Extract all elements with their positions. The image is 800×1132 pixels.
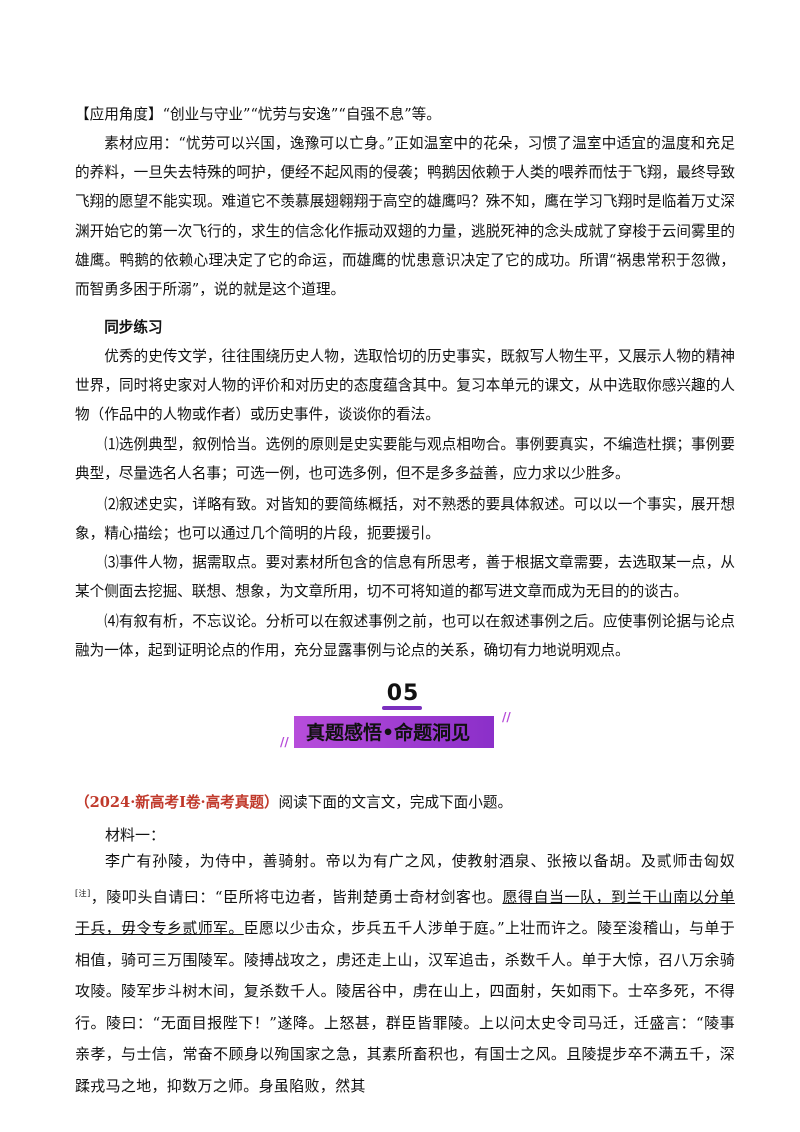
classical-passage: 李广有孙陵，为侍中，善骑射。帝以为有广之风，使教射酒泉、张掖以备胡。及贰师击匈奴… — [75, 846, 735, 1102]
application-angle-text: “创业与守业”“忧劳与安逸”“自强不息”等。 — [162, 106, 441, 123]
passage-part-2: ，陵叩头自请曰：“臣所将屯边者，皆荆楚勇士奇材剑客也。 — [90, 887, 503, 906]
slash-decoration-right: // — [502, 710, 511, 724]
point-2: ⑵叙述史实，详略有致。对皆知的要简练概括，对不熟悉的要具体叙述。可以以一个事实，… — [75, 496, 735, 543]
section-number: 05 — [386, 681, 420, 706]
point-3: ⑶事件人物，据需取点。要对素材所包含的信息有所思考，善于根据文章需要，去选取某一… — [75, 554, 735, 601]
application-angle-label: 【应用角度】 — [75, 106, 163, 123]
material-label: 材料一： — [105, 826, 166, 844]
section-number-underline — [382, 706, 422, 710]
point-4: ⑷有叙有析，不忘议论。分析可以在叙述事例之前，也可以在叙述事例之后。应使事例论据… — [75, 613, 735, 660]
point-1: ⑴选例典型，叙例恰当。选例的原则是史实要能与观点相吻合。事例要真实，不编造杜撰；… — [75, 436, 735, 483]
passage-part-3: 臣愿以少击众，步兵五千人涉单于庭。”上壮而许之。陵至浚稽山，与单于相值，骑可三万… — [75, 919, 735, 1095]
passage-part-1: 李广有孙陵，为侍中，善骑射。帝以为有广之风，使教射酒泉、张掖以备胡。及贰师击匈奴 — [105, 852, 735, 870]
exam-source-line: （2024·新高考Ⅰ卷·高考真题）阅读下面的文言文，完成下面小题。 — [75, 790, 735, 816]
sync-practice-heading: 同步练习 — [104, 319, 163, 336]
footnote-marker: [注] — [75, 888, 91, 898]
application-angle: 【应用角度】“创业与守业”“忧劳与安逸”“自强不息”等。 — [75, 100, 735, 129]
section-title: 真题感悟•命题洞见 — [306, 722, 471, 744]
material-application-paragraph: 素材应用：“忧劳可以兴国，逸豫可以亡身。”正如温室中的花朵，习惯了温室中适宜的温… — [75, 135, 735, 299]
slash-decoration-left: // — [280, 735, 289, 749]
underlined-sentence: 愿得自当一队，到兰干山南以分单于兵，毋令专乡贰师军。 — [75, 887, 735, 938]
section-title-highlight — [294, 716, 494, 748]
exam-source: （2024·新高考Ⅰ卷·高考真题） — [75, 794, 279, 811]
exam-instruction: 阅读下面的文言文，完成下面小题。 — [278, 794, 513, 811]
sync-practice-intro: 优秀的史传文学，往往围绕历史人物，选取恰切的历史事实，既叙写人物生平，又展示人物… — [75, 348, 735, 424]
